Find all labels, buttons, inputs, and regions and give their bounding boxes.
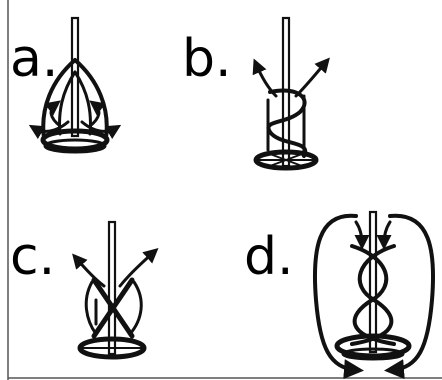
double-helix-mixer-with-recirculation-icon xyxy=(312,210,436,380)
anchor-mixer-icon xyxy=(28,16,122,154)
panel-b-label: b. xyxy=(182,29,232,89)
panel-c-label: c. xyxy=(10,227,55,287)
helical-ribbon-mixer-icon xyxy=(252,16,330,171)
panel-d-label: d. xyxy=(244,227,294,287)
twisted-paddle-mixer-icon xyxy=(72,220,159,360)
panel-a-label: a. xyxy=(10,29,58,89)
